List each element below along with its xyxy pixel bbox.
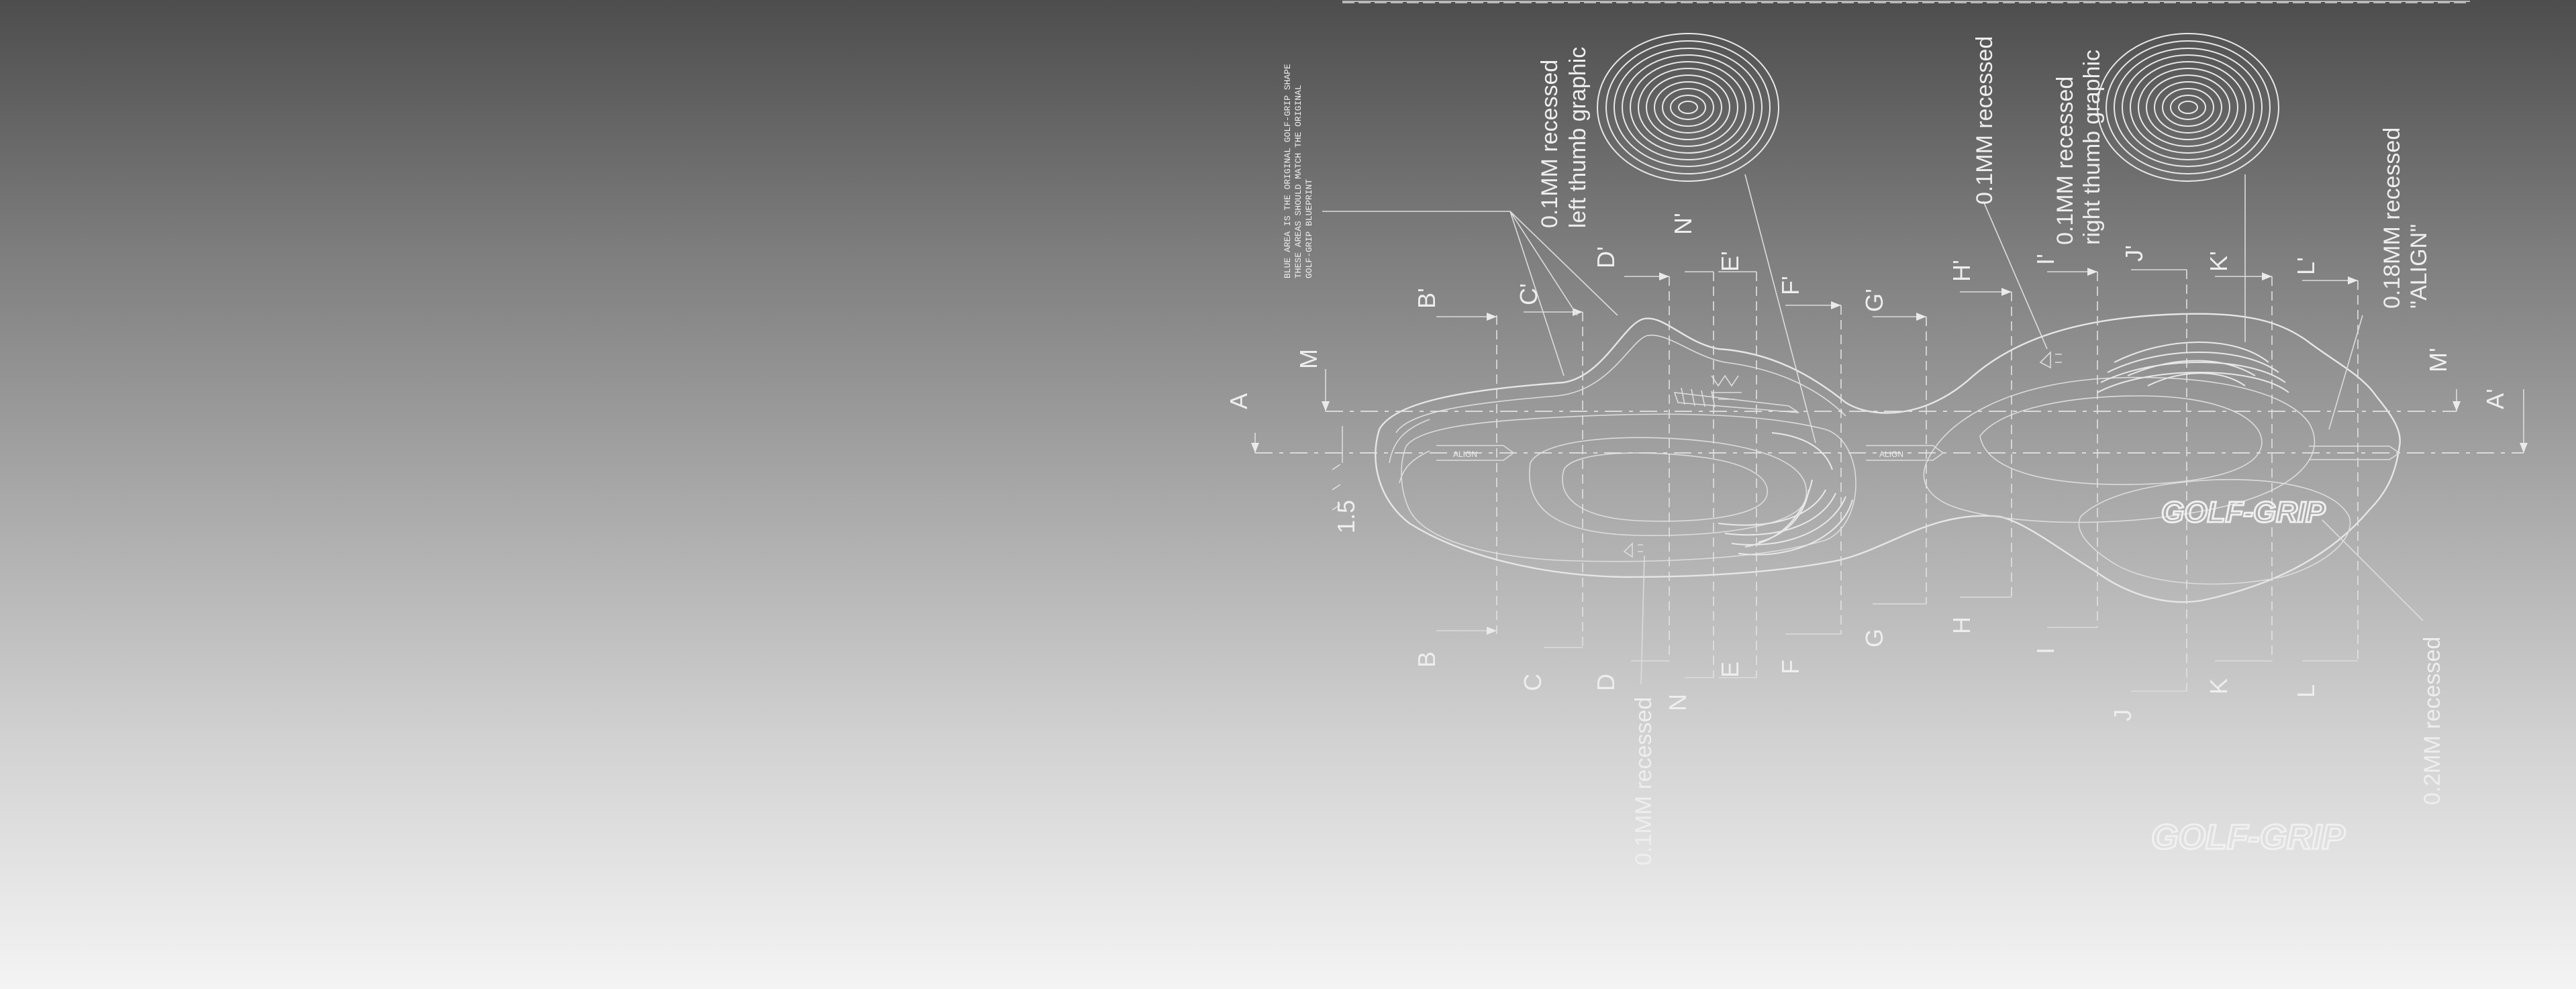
label-B: B xyxy=(1413,652,1440,668)
section-labels: A M 1.5 B' B C' C D' D N' N E' E F' F G'… xyxy=(1225,213,2509,721)
label-I-prime: I' xyxy=(2032,254,2059,265)
note-recessed-top: 0.1MM recessed xyxy=(1972,36,1997,205)
arrow-heads xyxy=(1251,268,2528,635)
align-marking-right-bars xyxy=(2309,446,2401,460)
label-C-prime: C' xyxy=(1515,283,1542,305)
right-thumbprint-graphic xyxy=(2097,33,2279,182)
label-N-prime: N' xyxy=(1669,213,1697,235)
align-marking-left: ALIGN xyxy=(1436,445,1515,461)
golf-grip-ghost-logo: GOLF-GRIP xyxy=(2151,818,2345,857)
note-recessed-bottom: 0.1MM recessed xyxy=(1631,697,1656,866)
section-lines xyxy=(1255,411,2524,511)
label-L-prime: L' xyxy=(2292,257,2320,275)
note-right-thumb-line2: right thumb graphic xyxy=(2079,50,2105,245)
dimension-lines xyxy=(1254,269,2524,692)
note-right-thumb-line1: 0.1MM recessed xyxy=(2052,76,2078,245)
note-left-thumb-line1: 0.1MM recessed xyxy=(1537,60,1563,228)
label-D: D xyxy=(1592,674,1620,691)
label-C: C xyxy=(1519,674,1546,691)
label-I: I xyxy=(2032,647,2059,654)
label-G: G xyxy=(1861,629,1888,647)
leader-lines xyxy=(1322,174,2424,685)
note-align-recess-line2: "ALIGN" xyxy=(2406,224,2432,309)
label-H: H xyxy=(1948,617,1975,634)
annotation-notes: 0.1MM recessed left thumb graphic 0.1MM … xyxy=(1283,36,2445,866)
label-A: A xyxy=(1225,393,1252,409)
label-A-prime: A' xyxy=(2481,388,2509,409)
align-marking-center: ALIGN xyxy=(1866,445,1944,461)
label-H-prime: H' xyxy=(1948,260,1975,282)
note-align-recess-line1: 0.18MM recessed xyxy=(2379,127,2405,309)
label-D-prime: D' xyxy=(1592,246,1620,268)
label-M: M xyxy=(1295,349,1322,369)
label-J: J xyxy=(2109,709,2136,721)
label-M-prime: M' xyxy=(2424,348,2452,372)
label-B-prime: B' xyxy=(1413,288,1440,309)
label-E: E xyxy=(1716,662,1744,678)
blueprint-note-line3: GOLF-GRIP BLUEPRINT xyxy=(1304,179,1314,278)
small-mark-top xyxy=(2055,354,2062,363)
label-F-prime: F' xyxy=(1777,276,1804,295)
label-E-prime: E' xyxy=(1716,251,1744,272)
label-N: N xyxy=(1664,694,1691,711)
note-left-thumb-line2: left thumb graphic xyxy=(1565,47,1591,228)
label-K: K xyxy=(2205,678,2232,694)
label-G-prime: G' xyxy=(1861,289,1888,312)
label-J-prime: J' xyxy=(2120,245,2148,262)
label-K-prime: K' xyxy=(2205,251,2232,272)
left-thumbprint-graphic xyxy=(1597,33,1779,182)
label-L: L xyxy=(2292,684,2320,698)
triangle-marker-top xyxy=(2039,351,2051,369)
golf-grip-logo: GOLF-GRIP xyxy=(2161,496,2326,529)
left-thumb-ridges-on-grip xyxy=(1718,432,1853,556)
svg-text:ALIGN: ALIGN xyxy=(1879,450,1903,459)
label-F: F xyxy=(1777,660,1804,674)
triangle-marker-bottom xyxy=(1623,542,1633,558)
svg-text:ALIGN: ALIGN xyxy=(1453,450,1477,459)
blueprint-note-line2: THESE AREAS SHOULD MATCH THE ORIGINAL xyxy=(1293,85,1303,278)
blueprint-note-line1: BLUE AREA IS THE ORIGINAL GOLF-GRIP SHAP… xyxy=(1283,64,1293,278)
right-thumb-ridges-on-grip xyxy=(2097,342,2289,393)
small-mark-bottom xyxy=(1638,544,1643,552)
note-logo-recess: 0.2MM recessed xyxy=(2420,637,2445,805)
w-wedge-marking xyxy=(1673,374,1799,413)
label-dim-15: 1.5 xyxy=(1332,500,1360,533)
